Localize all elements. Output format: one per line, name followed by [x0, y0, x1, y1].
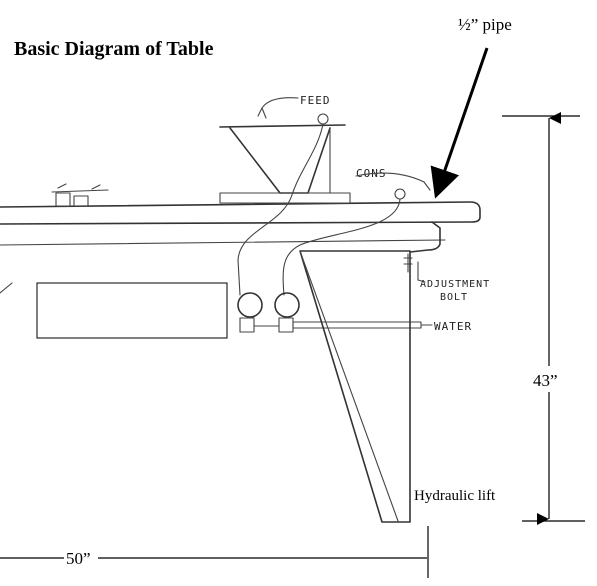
adjustment-leader [417, 261, 426, 283]
valve-right [278, 317, 294, 333]
pipe-arrow [430, 47, 489, 199]
height-dimension-label: 43” [533, 371, 558, 390]
pipe-label: ½” pipe [458, 15, 512, 34]
table-top [0, 201, 481, 225]
gauge-left [237, 292, 263, 318]
table-apron [0, 239, 446, 246]
cons-probe [394, 188, 406, 200]
water-pipe [292, 321, 422, 329]
gauge-right [274, 292, 300, 318]
diagram-title: Basic Diagram of Table [14, 38, 214, 60]
support-back [299, 250, 399, 522]
pipe-drop [409, 221, 441, 253]
valve-left [239, 317, 255, 333]
cons-wire [282, 198, 401, 296]
feed-label: FEED [300, 94, 331, 107]
panel-leader [0, 282, 13, 294]
height-label-bg [532, 366, 568, 392]
blank-panel [36, 282, 228, 339]
feed-arrow [257, 97, 299, 119]
width-label-bg [64, 548, 98, 570]
adjustment-label-1: ADJUSTMENT [420, 279, 490, 290]
adjustment-label-2: BOLT [440, 292, 468, 303]
feed-hopper [219, 124, 351, 204]
feed-probe [317, 113, 329, 125]
cons-arrow [355, 172, 431, 191]
feed-wire [237, 123, 324, 296]
width-dimension-label: 50” [66, 549, 91, 568]
hydraulic-lift-label: Hydraulic lift [414, 488, 496, 504]
water-label: WATER [434, 320, 472, 333]
support-pedestal [299, 250, 411, 523]
valve-assembly [51, 183, 109, 207]
